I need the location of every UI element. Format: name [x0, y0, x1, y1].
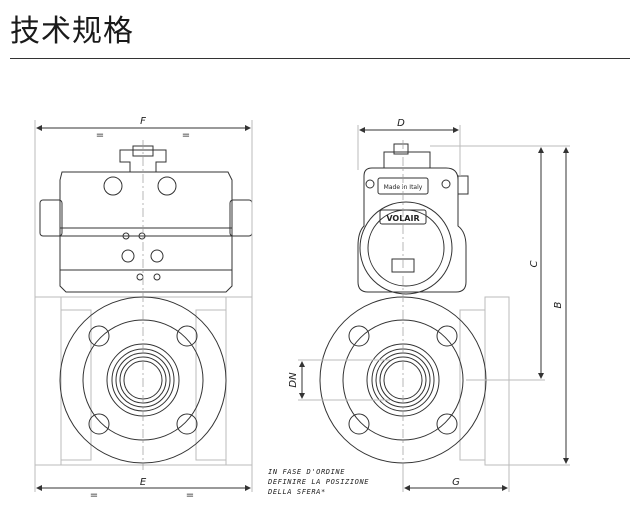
dim-label-c: C — [529, 260, 540, 267]
dim-label-e: E — [140, 477, 147, 488]
dimension-b: B — [509, 145, 570, 466]
front-view: F = = E = = — [34, 116, 253, 501]
note-line-3: DELLA SFERA* — [267, 488, 326, 496]
dim-equal-e-left: = — [90, 490, 98, 501]
side-view: Made in Italy VOLAIR D C B — [288, 118, 570, 492]
order-note: IN FASE D'ORDINE DEFINIRE LA POSIZIONE D… — [267, 468, 369, 496]
page-title: 技术规格 — [10, 14, 134, 49]
dim-equal-left: = — [96, 130, 104, 141]
dimension-c: C — [430, 145, 545, 381]
dimension-e: E = = — [34, 465, 253, 501]
dim-label-d: D — [397, 118, 405, 129]
dim-label-g: G — [452, 477, 460, 488]
dim-label-dn: DN — [288, 372, 299, 388]
dimension-d: D — [357, 118, 461, 176]
brand-label: VOLAIR — [386, 214, 419, 223]
side-actuator: Made in Italy VOLAIR — [357, 143, 469, 295]
side-valve-body — [459, 296, 510, 466]
note-line-2: DEFINIRE LA POSIZIONE — [267, 478, 369, 486]
front-actuator — [39, 145, 253, 293]
dimension-dn: DN — [288, 359, 390, 401]
dim-equal-e-right: = — [186, 490, 194, 501]
front-valve-body — [34, 296, 253, 466]
dim-equal-right: = — [182, 130, 190, 141]
title-divider — [10, 58, 630, 59]
dimension-g: G — [402, 465, 510, 492]
note-line-1: IN FASE D'ORDINE — [268, 468, 345, 476]
dim-label-f: F — [140, 116, 146, 127]
dim-label-b: B — [553, 301, 564, 308]
dimension-f: F = = — [34, 116, 253, 300]
front-flange — [59, 296, 227, 464]
